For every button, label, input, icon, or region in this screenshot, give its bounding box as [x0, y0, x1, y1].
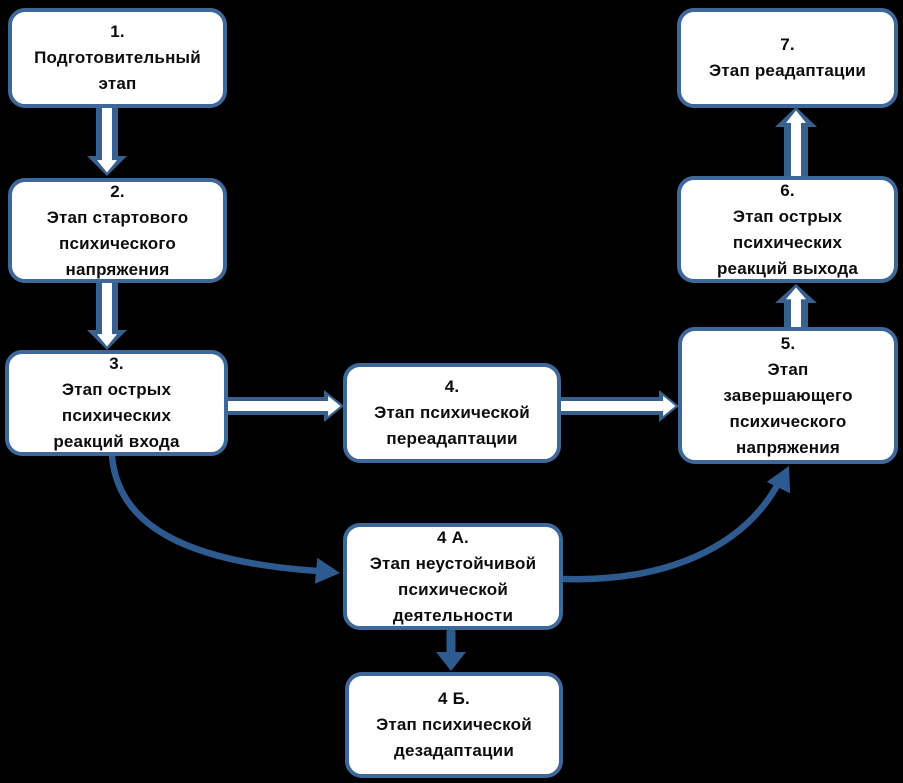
- stage-box-4-label: 4. Этап психической переадаптации: [374, 377, 530, 448]
- arrow-1-to-2: [87, 108, 127, 176]
- arrow-5-to-6: [775, 284, 817, 328]
- stage-box-1: 1. Подготовительный этап: [8, 8, 227, 108]
- stage-box-6-label: 6. Этап острых психических реакций выход…: [716, 180, 859, 278]
- stage-box-1-label: 1. Подготовительный этап: [34, 22, 201, 93]
- arrow-4a-to-5: [560, 466, 791, 583]
- arrow-2-to-3: [87, 282, 127, 350]
- arrow-4-to-5: [560, 390, 679, 422]
- stage-box-4a: 4 А. Этап неустойчивой психической деяте…: [343, 523, 563, 630]
- stage-box-7: 7. Этап реадаптации: [677, 8, 898, 108]
- stage-box-2: 2. Этап стартового психического напряжен…: [8, 178, 227, 283]
- stage-box-5: 5. Этап завершающего психического напряж…: [678, 327, 898, 464]
- stage-box-3-label: 3. Этап острых психических реакций входа: [53, 354, 180, 451]
- stage-box-7-label: 7. Этап реадаптации: [708, 35, 866, 80]
- arrow-3-to-4: [227, 390, 344, 422]
- stage-box-4a-label: 4 А. Этап неустойчивой психической деяте…: [369, 527, 537, 625]
- stage-box-4: 4. Этап психической переадаптации: [343, 363, 561, 463]
- stage-box-3: 3. Этап острых психических реакций входа: [5, 350, 228, 456]
- arrow-6-to-7: [775, 107, 817, 176]
- stage-box-6: 6. Этап острых психических реакций выход…: [677, 176, 898, 283]
- arrow-4a-to-4b: [436, 627, 466, 671]
- stage-box-5-label: 5. Этап завершающего психического напряж…: [723, 333, 853, 457]
- stage-box-4b: 4 Б. Этап психической дезадаптации: [345, 672, 563, 778]
- arrow-3-to-4a: [108, 452, 340, 584]
- stage-box-2-label: 2. Этап стартового психического напряжен…: [46, 181, 189, 279]
- stage-box-4b-label: 4 Б. Этап психической дезадаптации: [376, 689, 532, 760]
